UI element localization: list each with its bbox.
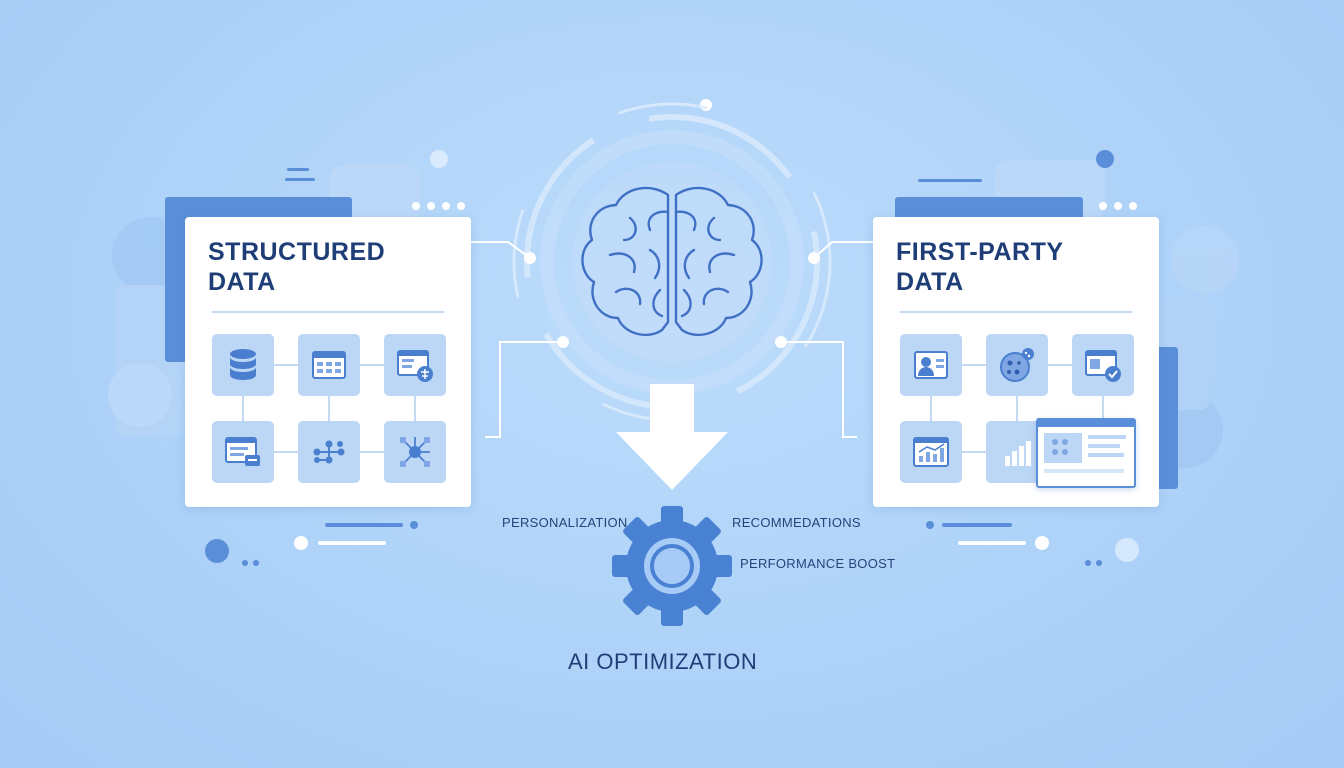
card-divider	[212, 311, 444, 313]
first-party-data-card: FIRST-PARTY DATA	[873, 217, 1159, 507]
card-title: STRUCTURED DATA	[208, 238, 386, 296]
tile-connectors	[930, 364, 1104, 453]
gear-icon	[612, 506, 732, 626]
browser-check-icon	[1072, 334, 1134, 396]
output-label-performance: PERFORMANCE BOOST	[740, 556, 896, 571]
brain-icon	[581, 186, 763, 337]
connector-nodes	[524, 252, 820, 348]
cookie-icon	[986, 334, 1048, 396]
database-icon	[212, 334, 274, 396]
analytics-browser-icon	[900, 421, 962, 483]
ai-optimization-label: AI OPTIMIZATION	[568, 649, 758, 674]
card-title: FIRST-PARTY DATA	[896, 238, 1064, 296]
structured-data-card: STRUCTURED DATA	[185, 217, 471, 507]
calendar-grid-icon	[298, 334, 360, 396]
arrow-down-icon	[616, 384, 728, 490]
flow-nodes-icon	[298, 421, 360, 483]
decorative-dots	[205, 99, 1139, 566]
output-label-recommendations: RECOMMEDATIONS	[732, 515, 861, 530]
brain-halo	[512, 102, 832, 422]
form-chat-icon	[212, 421, 274, 483]
output-label-personalization: PERSONALIZATION	[502, 515, 628, 530]
tile-connectors	[242, 364, 416, 453]
browser-network-icon	[384, 334, 446, 396]
card-divider	[900, 311, 1132, 313]
network-hub-icon	[384, 421, 446, 483]
user-profile-icon	[900, 334, 962, 396]
dashboard-window-icon	[1036, 418, 1136, 488]
connector-lines	[470, 241, 873, 438]
